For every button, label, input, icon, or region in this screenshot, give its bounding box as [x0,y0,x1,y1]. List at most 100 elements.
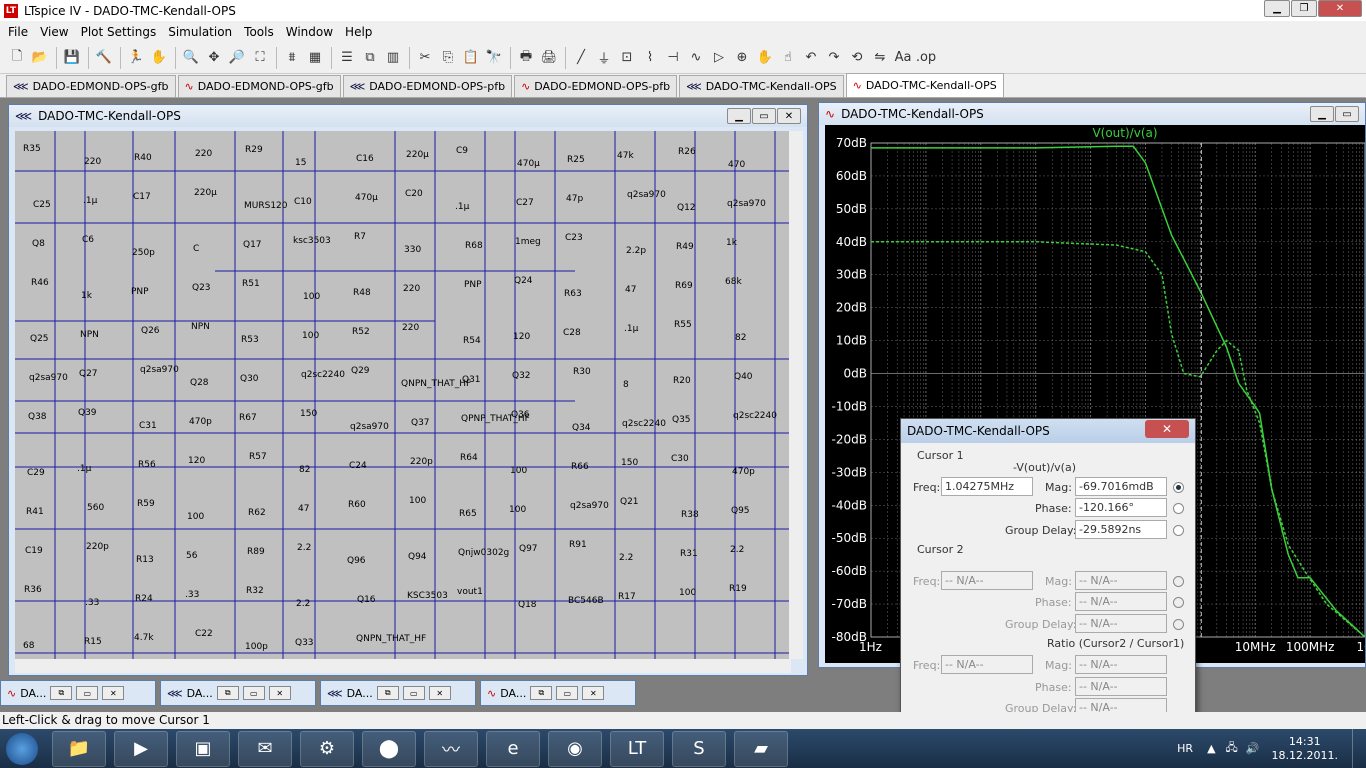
restore-icon[interactable]: ⧉ [376,686,399,700]
explorer-taskbar-button[interactable]: 📁 [52,730,106,767]
close-icon[interactable]: ✕ [268,686,291,700]
tile-vertical-icon[interactable]: ▥ [386,50,400,65]
drag-icon[interactable]: ☝ [784,50,792,65]
cursor1-mag-field[interactable]: -69.7016mdB [1075,477,1167,496]
save-icon[interactable]: 💾 [63,50,81,65]
grid-icon[interactable]: ▦ [308,50,322,65]
menu-view[interactable]: View [40,24,69,39]
maximize-icon[interactable]: ▭ [76,686,99,700]
start-button[interactable] [0,729,44,768]
tab-edmond-gfb-waveform[interactable]: ∿DADO-EDMOND-OPS-gfb [177,75,341,97]
clock[interactable]: 14:31 18.12.2011. [1272,735,1338,763]
cursor1-phase-radio[interactable] [1173,503,1184,514]
print-preview-icon[interactable]: 🖶 [519,48,533,64]
volume-icon[interactable]: 🔊 [1245,742,1260,755]
schematic-close-button[interactable]: ✕ [777,108,801,124]
schematic-minimize-button[interactable]: ▁ [727,108,751,124]
menu-plot-settings[interactable]: Plot Settings [80,24,157,39]
text-icon[interactable]: Aa [894,50,912,65]
cursor1-mag-radio[interactable] [1173,482,1184,493]
paste-icon[interactable]: 📋 [462,50,480,65]
close-icon[interactable]: ✕ [102,686,125,700]
maximize-icon[interactable]: ▭ [402,686,425,700]
component-icon[interactable]: ⊕ [736,50,748,65]
cursor-dialog-titlebar[interactable]: DADO-TMC-Kendall-OPS ✕ [901,419,1195,443]
schematic-horizontal-scrollbar[interactable] [15,659,791,673]
tray-expand-icon[interactable]: ▲ [1207,742,1216,755]
ground-icon[interactable]: ⏚ [597,52,611,67]
zoom-in-icon[interactable]: 🔍 [182,50,200,65]
trace-magnitude[interactable] [871,145,1366,638]
cursor-dialog-close-button[interactable]: ✕ [1145,420,1189,438]
redo-icon[interactable]: ↷ [828,50,840,65]
tab-edmond-pfb-schematic[interactable]: ⋘DADO-EDMOND-OPS-pfb [342,75,513,97]
antivirus-taskbar-button[interactable]: ⬤ [362,730,416,767]
cursor1-phase-field[interactable]: -120.166° [1075,498,1167,517]
tool-taskbar-button[interactable]: ⚙ [300,730,354,767]
new-schematic-icon[interactable]: 🗋 [11,48,23,64]
menu-window[interactable]: Window [285,24,334,39]
spice-directive-icon[interactable]: .op [915,50,937,65]
resistor-icon[interactable]: ⌇ [646,50,654,65]
cursor1-group-delay-radio[interactable] [1173,525,1184,536]
run-icon[interactable]: 🏃 [127,50,145,65]
minimize-button[interactable]: ▁ [1264,0,1290,17]
schematic-maximize-button[interactable]: ▭ [752,108,776,124]
find-icon[interactable]: 🔭 [485,50,503,65]
trace-label[interactable]: V(out)/v(a) [1092,126,1157,140]
label-net-icon[interactable]: ⊡ [621,50,633,65]
media-player-taskbar-button[interactable]: ▶ [114,730,168,767]
cascade-icon[interactable]: ⧉ [365,50,375,65]
cut-icon[interactable]: ✂ [419,50,431,65]
control-panel-icon[interactable]: 🔨 [95,50,113,65]
firefox-taskbar-button[interactable]: ◉ [548,730,602,767]
halt-icon[interactable]: ✋ [150,50,168,65]
notepad-taskbar-button[interactable]: ▰ [734,730,788,767]
tab-kendall-schematic[interactable]: ⋘DADO-TMC-Kendall-OPS [679,75,844,97]
network-icon[interactable]: 🖧 [1225,741,1238,754]
cursor1-freq-field[interactable]: 1.04275MHz [941,477,1033,496]
move-icon[interactable]: ✋ [756,50,774,65]
pan-icon[interactable]: ✥ [208,50,220,65]
print-icon[interactable]: 🖨 [540,50,558,65]
maximize-icon[interactable]: ▭ [242,686,265,700]
zoom-fit-icon[interactable]: ⛶ [255,50,265,65]
menu-tools[interactable]: Tools [244,24,274,39]
wire-icon[interactable]: ╱ [577,50,585,65]
inductor-icon[interactable]: ∿ [690,50,702,65]
capacitor-icon[interactable]: ⊣ [667,50,679,65]
cursor-dialog[interactable]: DADO-TMC-Kendall-OPS ✕ Cursor 1 -V(out)/… [900,418,1196,724]
restore-icon[interactable]: ⧉ [530,686,553,700]
zoom-out-icon[interactable]: 🔎 [228,50,246,65]
open-icon[interactable]: 📂 [31,50,49,65]
skype-taskbar-button[interactable]: S [672,730,726,767]
schematic-vertical-scrollbar[interactable] [789,131,803,659]
tab-edmond-gfb-schematic[interactable]: ⋘DADO-EDMOND-OPS-gfb [6,75,176,97]
restore-icon[interactable]: ⧉ [216,686,239,700]
ltspice-taskbar-button[interactable]: LT [610,730,664,767]
oscilloscope-taskbar-button[interactable]: 〰 [424,730,478,767]
plot-minimize-button[interactable]: ▁ [1310,106,1334,122]
maximize-button[interactable]: ❐ [1291,0,1317,17]
plot-window-titlebar[interactable]: ∿ DADO-TMC-Kendall-OPS ▁ ▭ [819,103,1365,125]
menu-file[interactable]: File [8,24,29,39]
undo-icon[interactable]: ↶ [805,50,817,65]
autorange-icon[interactable]: ⩩ [288,50,296,65]
minimized-window-2[interactable]: ⋘DA...⧉▭✕ [160,680,316,706]
restore-icon[interactable]: ⧉ [50,686,73,700]
menu-simulation[interactable]: Simulation [168,24,233,39]
close-icon[interactable]: ✕ [582,686,605,700]
maximize-icon[interactable]: ▭ [556,686,579,700]
language-indicator[interactable]: HR [1177,742,1194,755]
mirror-icon[interactable]: ⇋ [874,50,886,65]
diode-icon[interactable]: ▷ [714,50,724,65]
plot-maximize-button[interactable]: ▭ [1335,106,1359,122]
minimized-window-4[interactable]: ∿DA...⧉▭✕ [480,680,636,706]
rotate-icon[interactable]: ⟲ [851,50,863,65]
tab-kendall-waveform[interactable]: ∿DADO-TMC-Kendall-OPS [845,73,1004,97]
trace-phase[interactable] [871,241,1366,638]
close-button[interactable]: ✕ [1318,0,1362,17]
bode-plot[interactable]: 70dB60dB50dB40dB30dB20dB10dB0dB-10dB-20d… [825,125,1366,663]
